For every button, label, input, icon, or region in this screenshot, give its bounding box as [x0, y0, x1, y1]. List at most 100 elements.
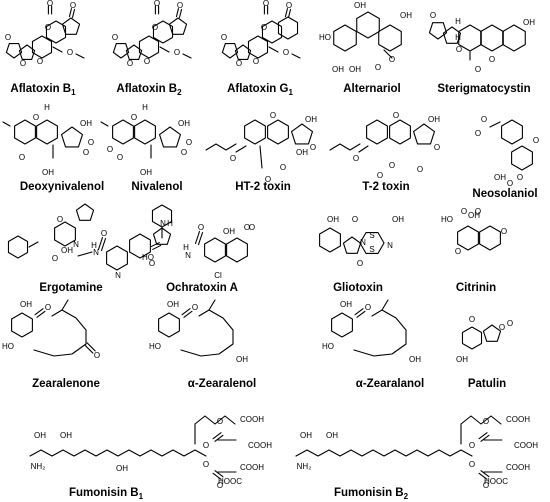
atom-label: HOOC — [484, 477, 508, 486]
atom-label: H — [44, 103, 50, 112]
ring-bond — [158, 312, 180, 338]
atom-label: O — [186, 138, 192, 147]
chain-bond — [358, 145, 369, 153]
atom-label: O — [57, 215, 63, 224]
atom-label: O — [52, 254, 58, 263]
atom-label: O — [127, 59, 133, 68]
atom-label: COOH — [506, 415, 530, 424]
ring-bond — [342, 236, 362, 254]
ring-bond — [11, 312, 33, 338]
atom-label: O — [261, 23, 267, 32]
atom-label: O — [357, 259, 363, 268]
atom-label: O — [181, 148, 187, 157]
atom-label: O — [37, 57, 43, 66]
ring-bond — [7, 235, 29, 259]
ring-bond — [412, 123, 436, 145]
chain-bond — [212, 432, 222, 440]
ring-bond — [60, 126, 84, 148]
atom-label: O — [107, 145, 113, 154]
atom-label: O — [389, 55, 395, 64]
atom-label: O — [352, 215, 358, 224]
ring-bond — [112, 42, 130, 59]
compound-label: Aflatoxin B2 — [116, 83, 182, 97]
compound-label: Gliotoxin — [333, 282, 383, 294]
chain-bond — [77, 251, 93, 257]
compound-label: Citrinin — [456, 282, 496, 294]
ring-bond — [428, 22, 448, 40]
atom-label: O — [501, 227, 507, 236]
atom-label: O — [117, 153, 123, 162]
atom-label: N — [360, 238, 366, 247]
ring-bond — [138, 35, 160, 59]
chain-bond — [86, 342, 96, 352]
atom-label: O — [20, 59, 26, 68]
atom-label: O — [45, 303, 51, 312]
ring-bond — [389, 119, 411, 145]
chain-bond — [295, 449, 473, 457]
compound-label: T-2 toxin — [362, 181, 409, 193]
atom-label: HO — [2, 342, 14, 351]
ring-bond — [14, 119, 36, 145]
atom-label: OH — [296, 148, 308, 157]
atom-label: H — [91, 241, 97, 250]
chain-bond — [2, 121, 11, 127]
atom-label: O — [280, 163, 286, 172]
atom-label: O — [88, 138, 94, 147]
compound-label: Aflatoxin G1 — [227, 83, 293, 97]
compound-label: Sterigmatocystin — [437, 83, 530, 95]
atom-label: Cl — [214, 271, 222, 280]
atom-label: O — [221, 33, 227, 42]
chain-bond — [28, 241, 39, 248]
atom-label: OH — [494, 173, 506, 182]
ring-bond — [479, 225, 501, 251]
atom-label: OH — [80, 119, 92, 128]
ring-bond — [45, 20, 67, 44]
atom-label: O — [499, 323, 505, 332]
atom-label: OH — [305, 115, 317, 124]
ring-bond — [333, 24, 357, 52]
atom-label: COOH — [240, 463, 264, 472]
atom-label: O — [263, 0, 269, 8]
atom-label: NH₂ — [297, 462, 312, 471]
atom-label: O — [174, 48, 180, 57]
atom-label: OH — [20, 300, 32, 309]
atom-label: O — [377, 171, 383, 180]
ring-bond — [359, 232, 385, 254]
chain-bond — [353, 309, 407, 357]
atom-label: O — [461, 207, 467, 216]
atom-label: OH — [400, 11, 412, 20]
atom-label: O — [393, 111, 399, 120]
chain-bond — [181, 308, 191, 316]
atom-label: O — [483, 417, 489, 426]
chain-bond — [478, 432, 488, 440]
atom-label: O — [253, 57, 259, 66]
chain-bond — [100, 237, 107, 252]
chain-bond — [182, 53, 192, 59]
chain-bond — [284, 8, 288, 18]
chain-bond — [84, 344, 94, 354]
chain-bond — [480, 470, 490, 478]
ring-bond — [129, 233, 151, 259]
chain-bond — [235, 145, 247, 153]
chain-bond — [61, 299, 69, 311]
chain-bond — [268, 46, 279, 53]
chain-bond — [175, 8, 179, 18]
compound-label: Ergotamine — [39, 282, 102, 294]
chain-bond — [194, 415, 236, 425]
atom-label: O — [217, 481, 223, 490]
ring-bond — [221, 42, 239, 59]
atom-label: O — [533, 136, 539, 145]
atom-label: O — [152, 23, 158, 32]
atom-label: O — [265, 175, 271, 184]
chain-bond — [34, 308, 44, 316]
atom-label: S — [369, 231, 374, 240]
atom-label: OH — [167, 300, 179, 309]
atom-label: OH — [60, 431, 72, 440]
